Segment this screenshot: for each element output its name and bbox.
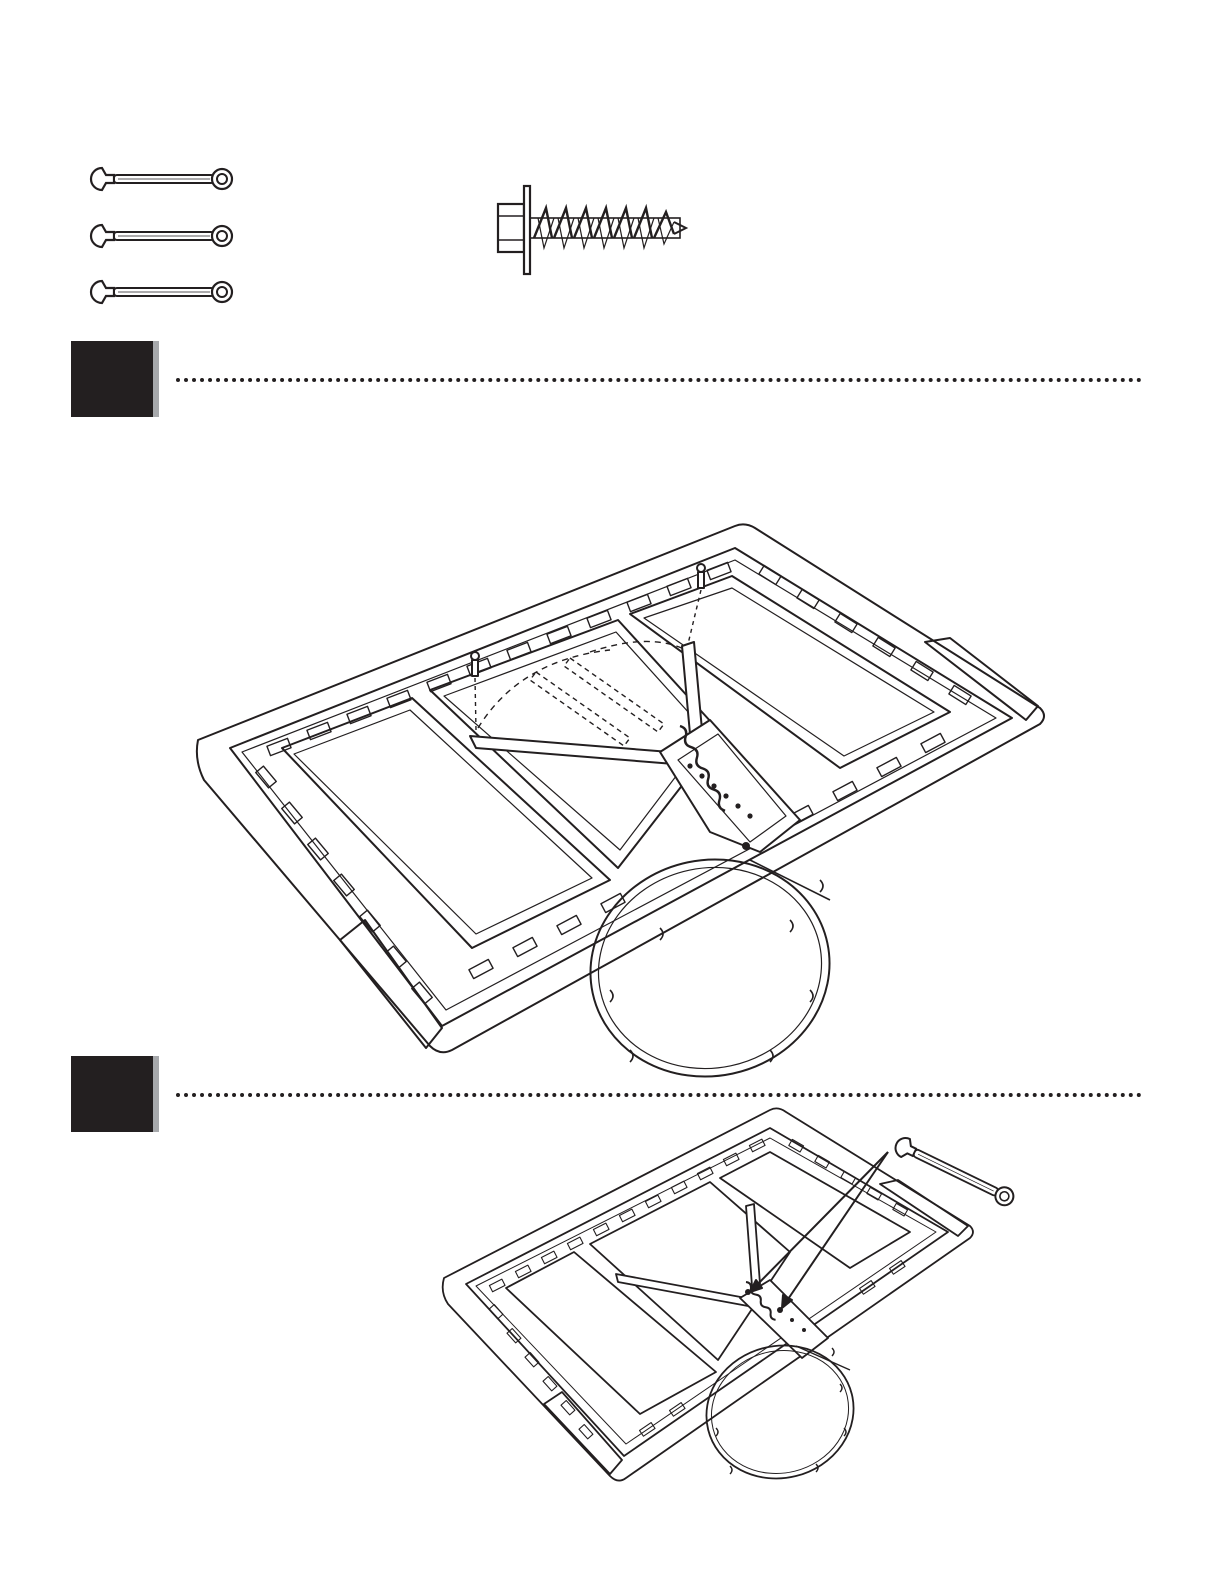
step-marker-1-shadow bbox=[153, 341, 159, 417]
backboard-outer-frame bbox=[197, 524, 1044, 1052]
wrench-icon-2 bbox=[88, 221, 234, 251]
backboard-panel-left bbox=[282, 698, 610, 948]
backboard-panel-right bbox=[630, 576, 950, 768]
backboard-brace-spring-attach bbox=[190, 520, 1050, 1072]
step-divider-1 bbox=[176, 378, 1142, 382]
hex-flange-screw-icon bbox=[494, 184, 690, 276]
hoop-rim-small bbox=[692, 1330, 868, 1494]
brace-arm-lower-small bbox=[616, 1274, 748, 1306]
step-marker-2-shadow bbox=[153, 1056, 159, 1132]
screw-right bbox=[688, 564, 705, 644]
screw-left bbox=[471, 652, 479, 730]
mount-bracket bbox=[660, 720, 800, 852]
backboard-handle-left bbox=[340, 920, 442, 1048]
step-divider-2 bbox=[176, 1093, 1142, 1097]
hoop-rim bbox=[570, 837, 850, 1098]
step-marker-2 bbox=[71, 1056, 153, 1132]
backboard-bolt-tighten-wrench bbox=[440, 1108, 1030, 1488]
step-marker-1 bbox=[71, 341, 153, 417]
wrench-icon-1 bbox=[88, 164, 234, 194]
wrench-icon-3 bbox=[88, 277, 234, 307]
brace-arm-lower bbox=[470, 736, 674, 764]
wrench-icon-tool bbox=[892, 1135, 1017, 1210]
